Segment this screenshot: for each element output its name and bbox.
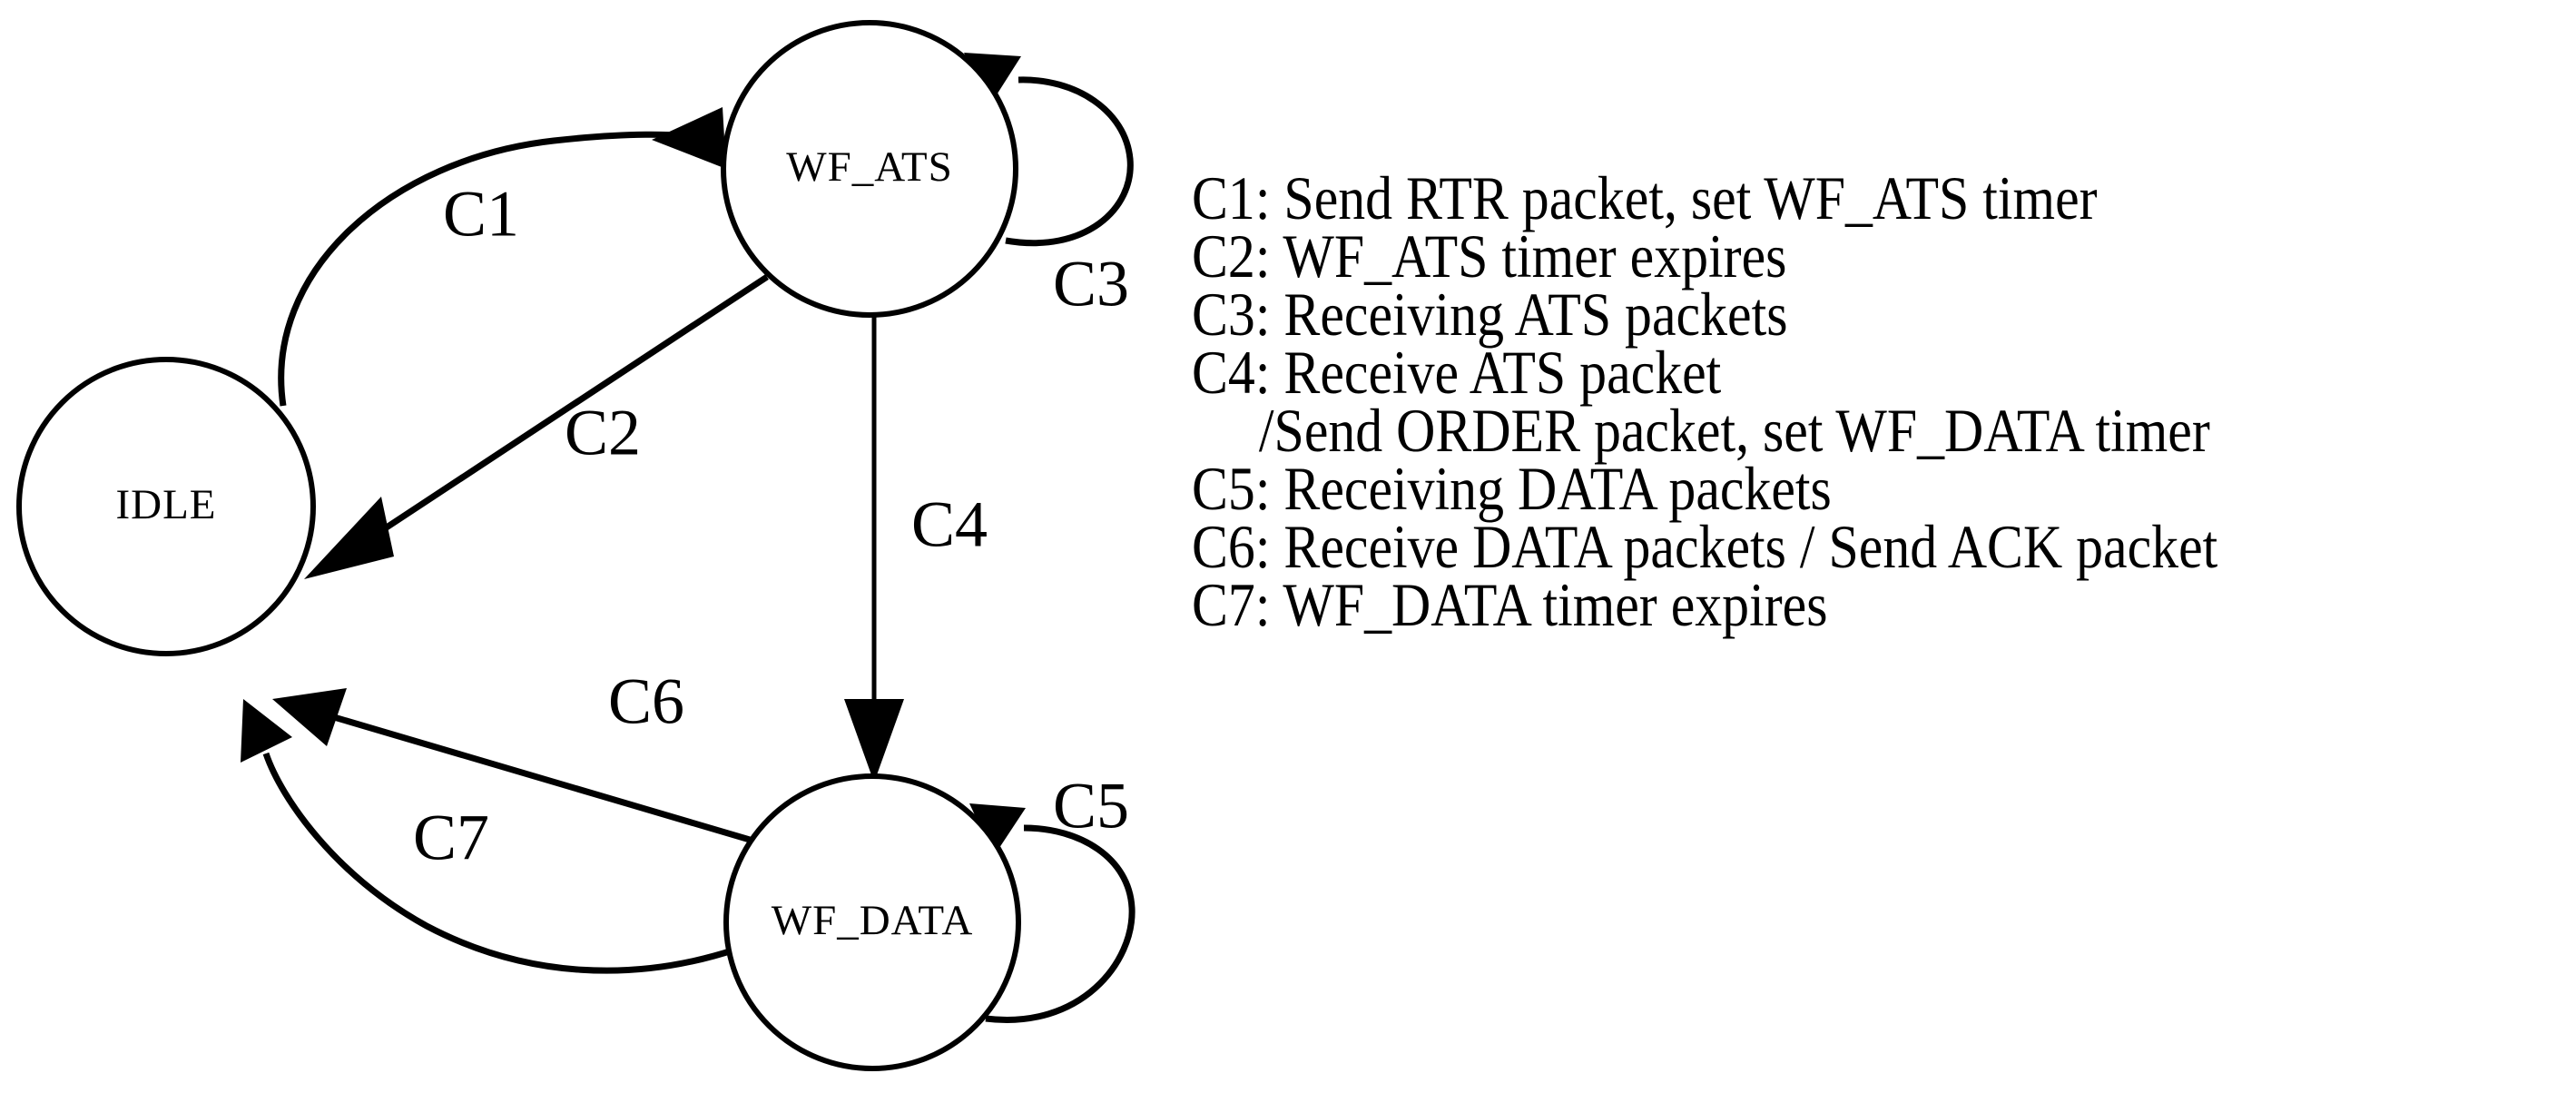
- transition-c1[interactable]: C1: [278, 107, 726, 407]
- legend-line-c4-continuation: /Send ORDER packet, set WF_DATA timer: [1258, 396, 2210, 465]
- transition-c3-path: [1005, 76, 1134, 247]
- transition-c1-path: [278, 131, 718, 407]
- transition-c5-label: C5: [1053, 770, 1129, 842]
- state-node-idle[interactable]: IDLE: [16, 357, 316, 656]
- condition-legend: C1: Send RTR packet, set WF_ATS timer C2…: [1192, 163, 2571, 639]
- transition-c5[interactable]: C5: [969, 770, 1136, 1023]
- transition-c6-path: [333, 714, 766, 848]
- transition-c2-path: [361, 274, 769, 546]
- transition-c7-path: [262, 752, 737, 974]
- transition-c3-arrowhead: [964, 53, 1021, 106]
- legend-line-c6: C6: Receive DATA packets / Send ACK pack…: [1192, 512, 2218, 581]
- state-node-wf-ats[interactable]: WF_ATS: [721, 20, 1018, 318]
- legend-line-c5: C5: Receiving DATA packets: [1192, 454, 1832, 523]
- transition-c5-path: [985, 824, 1136, 1023]
- legend-line-c4: C4: Receive ATS packet: [1192, 338, 1722, 407]
- state-wf-ats-circle: [721, 20, 1018, 318]
- transition-c3[interactable]: C3: [964, 53, 1134, 320]
- transition-c2[interactable]: C2: [304, 274, 769, 579]
- transition-c3-label: C3: [1053, 248, 1129, 320]
- transition-c6-arrowhead: [272, 688, 347, 746]
- transition-c1-label: C1: [443, 178, 519, 251]
- legend-line-c1: C1: Send RTR packet, set WF_ATS timer: [1192, 163, 2098, 232]
- transition-c1-arrowhead: [652, 107, 726, 169]
- state-idle-label: IDLE: [115, 481, 216, 528]
- legend-line-c7: C7: WF_DATA timer expires: [1192, 570, 1828, 639]
- transition-c7-label: C7: [413, 802, 489, 874]
- state-wf-data-circle: [723, 773, 1021, 1071]
- transition-c7-arrowhead: [241, 699, 292, 763]
- transition-c5-arrowhead: [969, 803, 1026, 856]
- transition-c4[interactable]: C4: [844, 315, 988, 783]
- transition-c6[interactable]: C6: [272, 665, 766, 848]
- legend-line-c2: C2: WF_ATS timer expires: [1192, 222, 1787, 290]
- transition-c6-label: C6: [608, 665, 684, 738]
- state-node-wf-data[interactable]: WF_DATA: [723, 773, 1021, 1071]
- transition-c2-arrowhead: [304, 497, 394, 579]
- legend-line-c3: C3: Receiving ATS packets: [1192, 280, 1788, 349]
- state-idle-circle: [16, 357, 316, 656]
- state-wf-data-label: WF_DATA: [772, 897, 974, 944]
- transition-c4-label: C4: [911, 488, 988, 561]
- transition-c2-label: C2: [565, 397, 641, 469]
- state-wf-ats-label: WF_ATS: [786, 143, 953, 191]
- transition-c7[interactable]: C7: [241, 699, 737, 974]
- transition-c4-arrowhead: [844, 699, 904, 783]
